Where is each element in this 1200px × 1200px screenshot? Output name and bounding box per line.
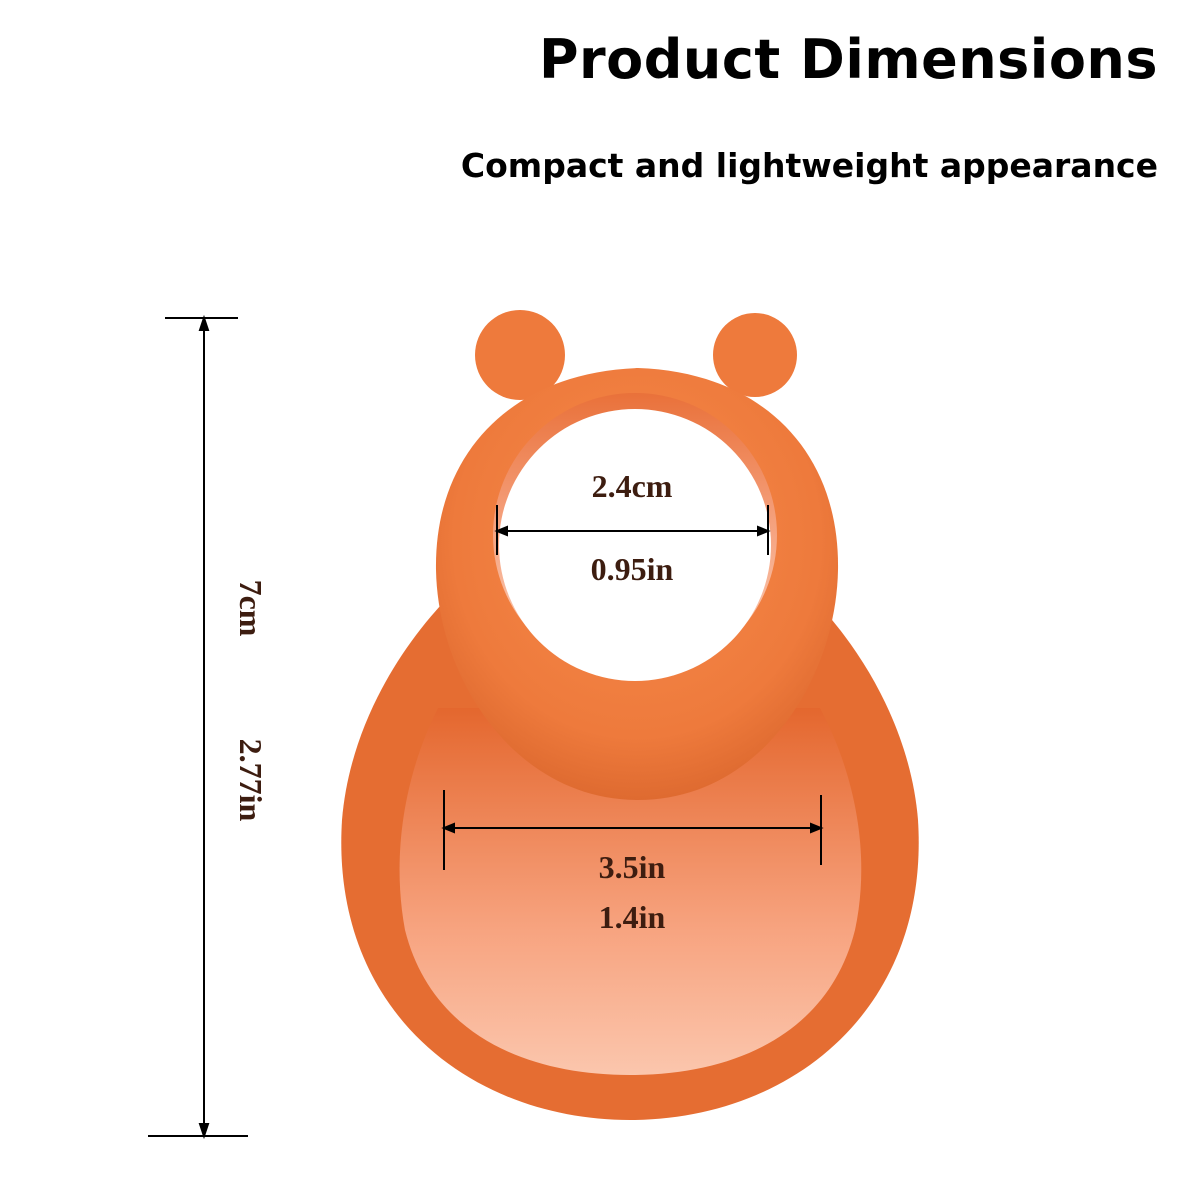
inner-diameter-cm-label: 2.4cm xyxy=(592,468,673,504)
inner-diameter-in-label: 0.95in xyxy=(591,551,674,587)
outer-ring-opening xyxy=(399,708,862,1075)
inner-ring xyxy=(435,368,839,800)
outer-width-label-top: 3.5in xyxy=(599,849,666,885)
outer-width-arrow xyxy=(441,790,824,870)
height-in-label: 2.77in xyxy=(233,739,269,822)
height-cm-label: 7cm xyxy=(233,580,269,637)
height-arrow xyxy=(148,314,248,1140)
ears xyxy=(475,310,797,400)
inner-diameter-arrow xyxy=(494,505,771,555)
page-subtitle: Compact and lightweight appearance xyxy=(460,146,1158,185)
outer-width-label-bottom: 1.4in xyxy=(599,899,666,935)
page-title: Product Dimensions xyxy=(538,28,1158,91)
